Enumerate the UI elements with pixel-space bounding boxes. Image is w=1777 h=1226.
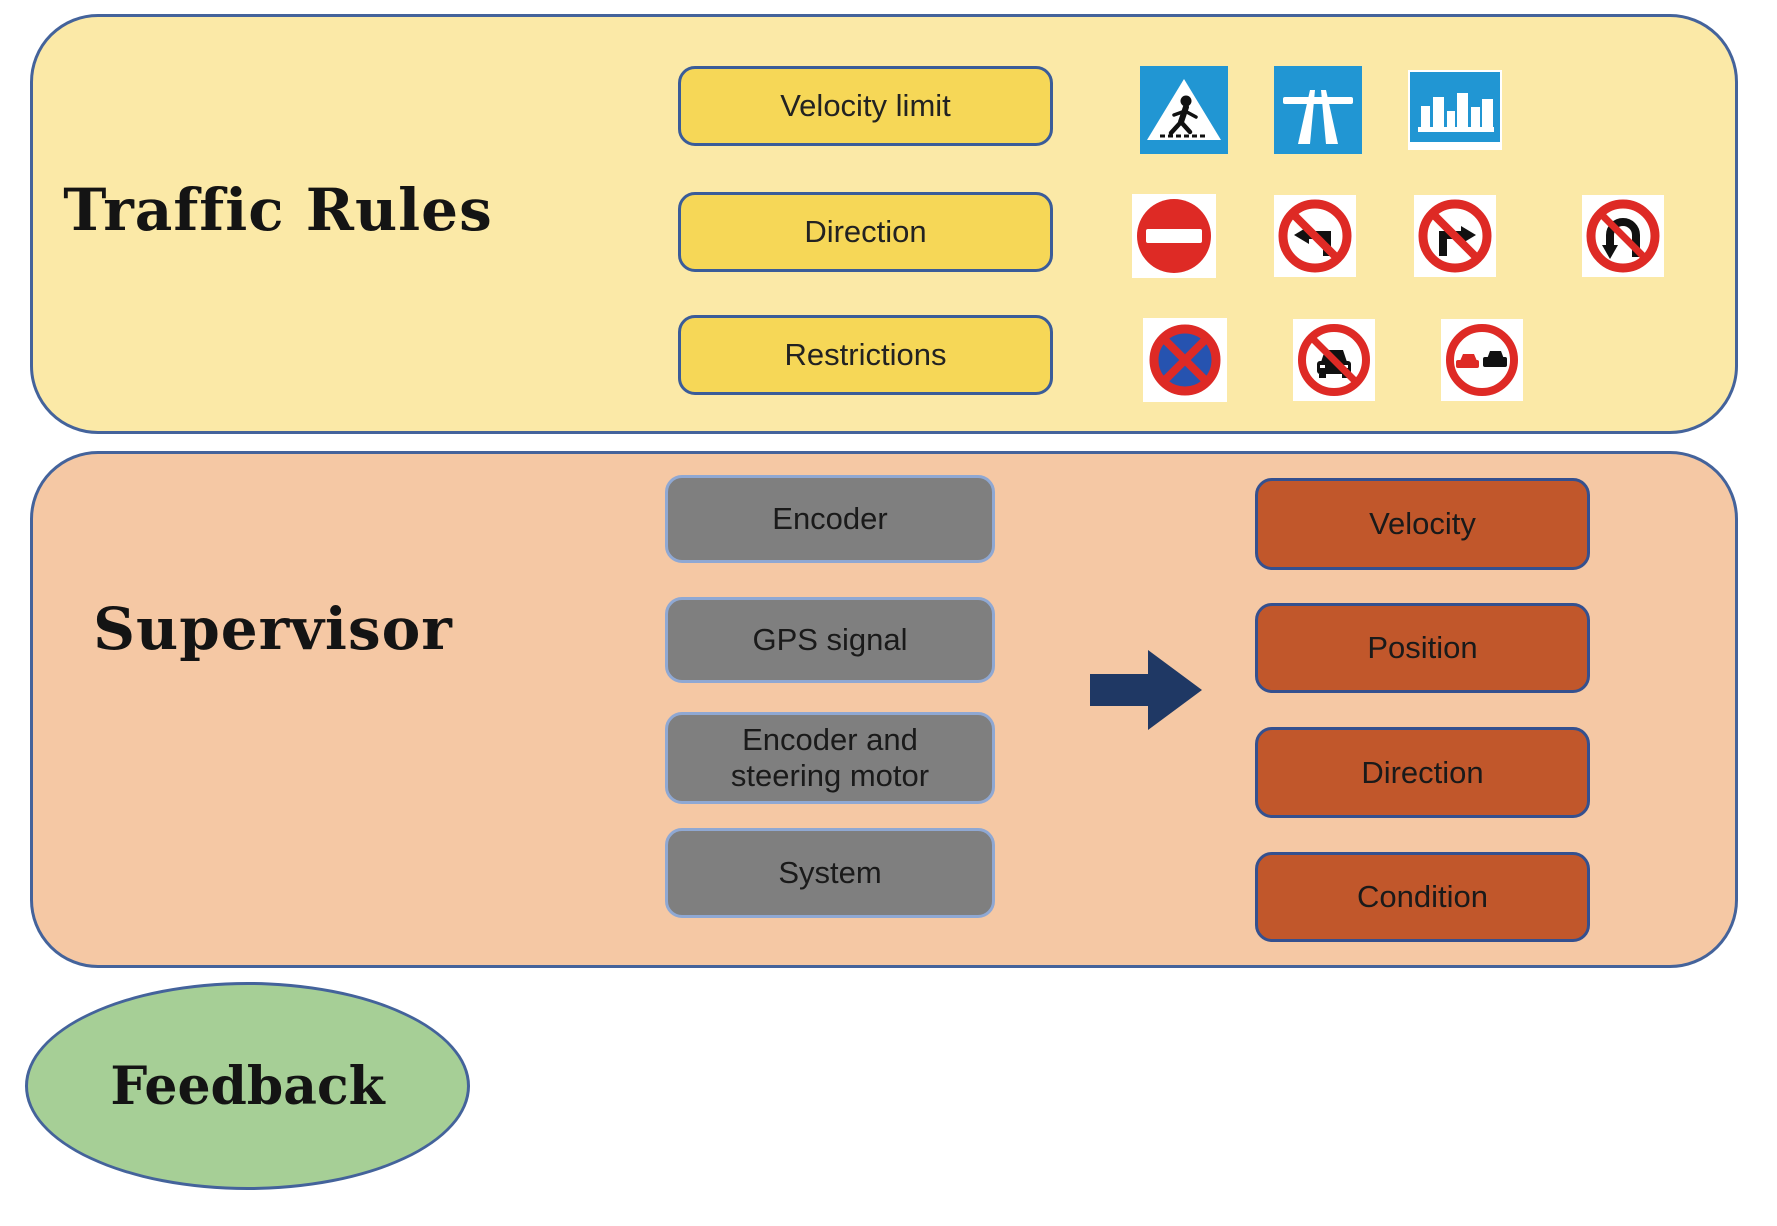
position-output-box: Position xyxy=(1255,603,1590,693)
velocity-signs-row xyxy=(1140,66,1502,154)
gps-signal-input-box: GPS signal xyxy=(665,597,995,683)
feedback-title: Feedback xyxy=(110,1055,385,1117)
restrictions-category: Restrictions xyxy=(678,315,1053,395)
no-vehicles-sign-icon xyxy=(1293,319,1375,401)
no-left-turn-sign-icon xyxy=(1274,195,1356,277)
feedback-ellipse: Feedback xyxy=(25,982,470,1190)
system-input-box: System xyxy=(665,828,995,918)
direction-output-box: Direction xyxy=(1255,727,1590,818)
encoder-steering-motor-input-box: Encoder and steering motor xyxy=(665,712,995,804)
motorway-sign-icon xyxy=(1274,66,1362,154)
encoder-input-box: Encoder xyxy=(665,475,995,563)
velocity-output-box: Velocity xyxy=(1255,478,1590,570)
supervisor-title: Supervisor xyxy=(93,595,453,663)
no-stopping-sign-icon xyxy=(1143,318,1227,402)
no-u-turn-sign-icon xyxy=(1582,195,1664,277)
direction-category: Direction xyxy=(678,192,1053,272)
flow-arrow-icon xyxy=(1090,648,1202,737)
no-overtaking-sign-icon xyxy=(1441,319,1523,401)
built-up-area-sign-icon xyxy=(1408,70,1502,150)
no-right-turn-sign-icon xyxy=(1414,195,1496,277)
direction-signs-row xyxy=(1132,194,1664,278)
condition-output-box: Condition xyxy=(1255,852,1590,942)
traffic-rules-title: Traffic Rules xyxy=(63,176,493,244)
pedestrian-crossing-sign-icon xyxy=(1140,66,1228,154)
restrictions-signs-row xyxy=(1143,318,1523,402)
no-entry-sign-icon xyxy=(1132,194,1216,278)
velocity-limit-category: Velocity limit xyxy=(678,66,1053,146)
